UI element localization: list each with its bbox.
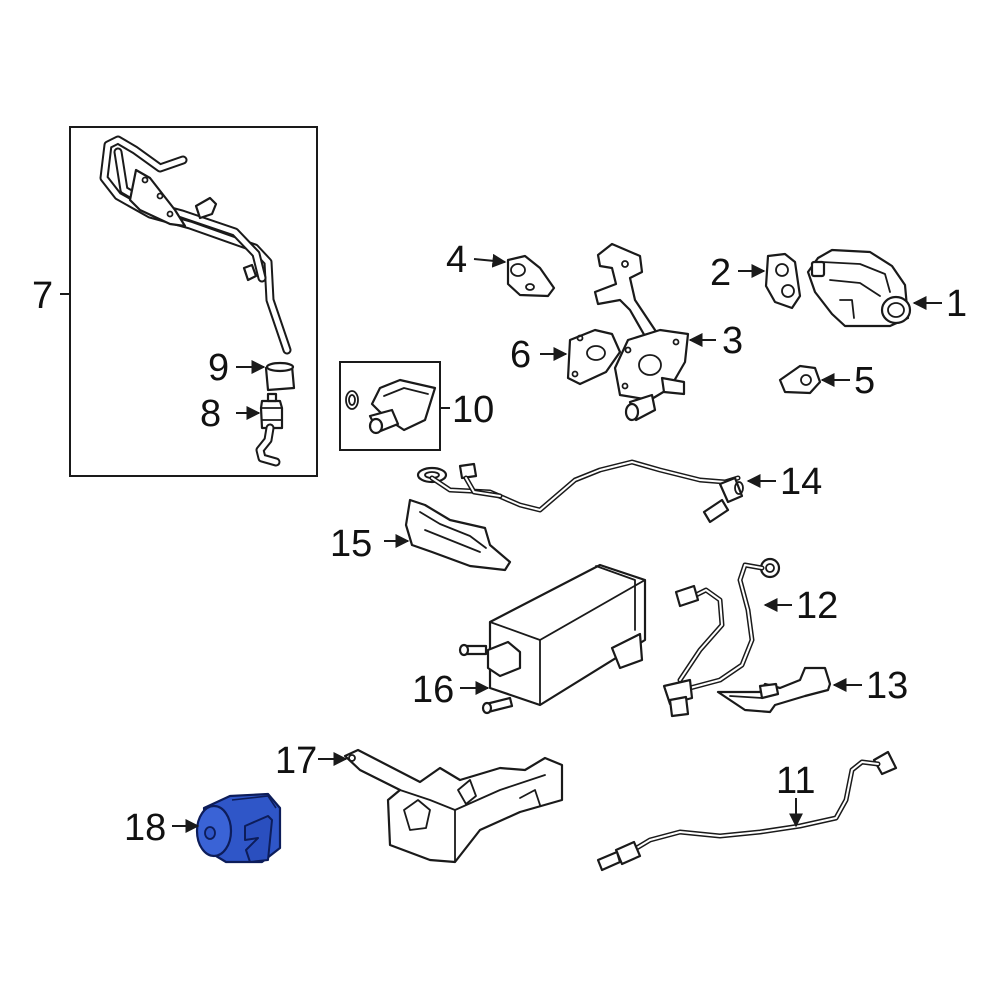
callout-3[interactable]: 3 xyxy=(722,320,743,362)
group-box-7 xyxy=(69,126,318,477)
part-1-egr-valve[interactable] xyxy=(806,248,912,328)
callout-2[interactable]: 2 xyxy=(710,252,731,294)
callout-11[interactable]: 11 xyxy=(776,760,815,802)
part-15-heat-shield[interactable] xyxy=(404,498,512,572)
part-10-valve[interactable] xyxy=(345,378,437,435)
part-9-cap[interactable] xyxy=(264,361,296,392)
part-6-gasket[interactable] xyxy=(566,328,622,386)
part-16-vapor-canister[interactable] xyxy=(458,563,647,715)
part-4-gasket[interactable] xyxy=(506,254,556,298)
callout-1[interactable]: 1 xyxy=(946,283,967,325)
callout-9[interactable]: 9 xyxy=(208,347,229,389)
callout-17[interactable]: 17 xyxy=(275,740,317,782)
callout-12[interactable]: 12 xyxy=(796,585,838,627)
callout-4[interactable]: 4 xyxy=(446,239,467,281)
part-8-filter[interactable] xyxy=(255,392,284,467)
callout-16[interactable]: 16 xyxy=(412,669,454,711)
callout-10[interactable]: 10 xyxy=(452,389,494,431)
group-box-10 xyxy=(339,361,441,451)
part-5-gasket[interactable] xyxy=(778,364,822,395)
callout-15[interactable]: 15 xyxy=(330,523,372,565)
callout-8[interactable]: 8 xyxy=(200,393,221,435)
part-18-purge-valve-highlighted[interactable] xyxy=(195,792,282,864)
leader-4 xyxy=(473,253,507,268)
part-11-oxygen-sensor[interactable] xyxy=(596,750,898,872)
part-3-egr-bracket[interactable] xyxy=(593,242,690,422)
part-12-harness[interactable] xyxy=(662,557,781,718)
part-2-gasket[interactable] xyxy=(764,252,802,310)
callout-6[interactable]: 6 xyxy=(510,334,531,376)
callout-14[interactable]: 14 xyxy=(780,461,822,503)
callout-18[interactable]: 18 xyxy=(124,807,166,849)
part-14-oxygen-sensor[interactable] xyxy=(416,459,744,524)
callout-7[interactable]: 7 xyxy=(32,275,53,317)
part-13-bracket[interactable] xyxy=(716,666,832,714)
part-7-vapor-pipe[interactable] xyxy=(99,135,292,355)
part-17-canister-bracket[interactable] xyxy=(343,748,564,864)
callout-5[interactable]: 5 xyxy=(854,360,875,402)
callout-13[interactable]: 13 xyxy=(866,665,908,707)
